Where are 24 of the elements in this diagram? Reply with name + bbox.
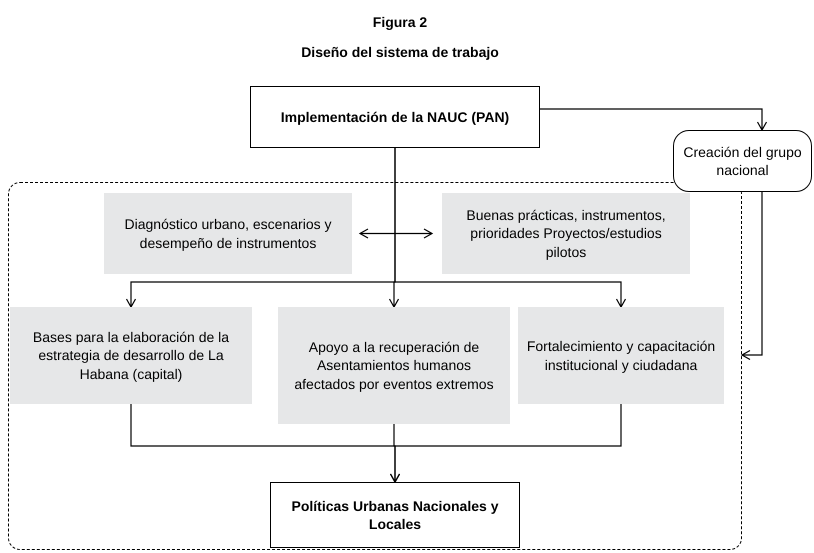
process-box xyxy=(270,482,520,548)
shaded-box xyxy=(442,193,690,274)
node-label: Buenas prácticas, instrumentos, prioridades Proyectos/estudios pilotos xyxy=(465,206,667,261)
shaded-box xyxy=(10,307,252,404)
shaded-box xyxy=(278,307,510,424)
rounded-box xyxy=(673,130,812,192)
figure-number: Figura 2 xyxy=(372,13,428,32)
node-label: Políticas Urbanas Nacionales y Locales xyxy=(290,496,500,534)
shaded-box xyxy=(518,307,724,404)
arrow xyxy=(394,148,626,308)
process-box xyxy=(250,86,540,148)
dashed-frame xyxy=(8,182,742,550)
node-label: Bases para la elaboración de la estrategia de desarrollo de La Habana (capital) xyxy=(32,328,230,383)
figure-title: Diseño del sistema de trabajo xyxy=(300,43,500,62)
node-label: Diagnóstico urbano, escenarios y desempeño de instrumentos xyxy=(123,215,332,252)
node-label: Fortalecimiento y capacitación institucional y ciudadana xyxy=(526,337,716,374)
shaded-box xyxy=(104,193,352,274)
arrow xyxy=(540,108,768,131)
arrow xyxy=(741,192,763,360)
arrow xyxy=(359,228,433,239)
arrow xyxy=(390,404,622,483)
node-label: Implementación de la NAUC (PAN) xyxy=(280,108,510,126)
node-label: Apoyo a la recuperación de Asentamientos humanos afectados por eventos extremos xyxy=(293,338,495,393)
node-label: Creación del grupo nacional xyxy=(682,142,803,180)
